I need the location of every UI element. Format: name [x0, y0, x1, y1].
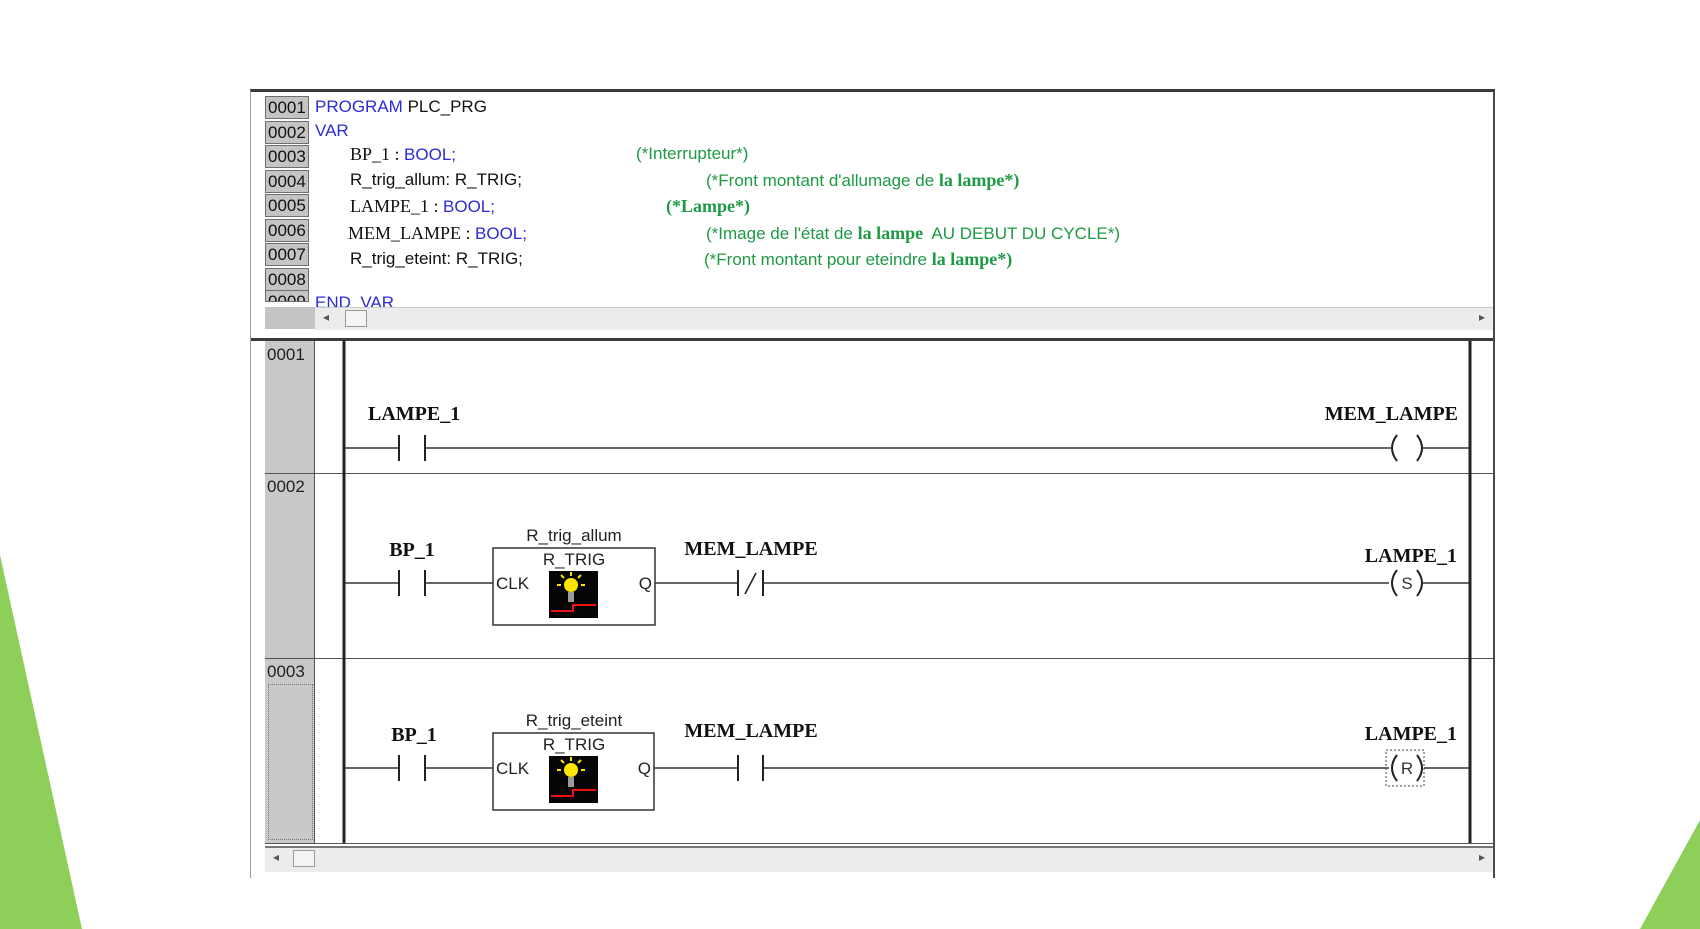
network-2-rung: R_trig_allum R_TRIG CLK Q — [345, 526, 1469, 626]
left-arrow-icon[interactable]: ◂ — [273, 850, 280, 864]
declaration-line[interactable]: LAMPE_1 : BOOL; (*Lampe*) — [350, 195, 750, 218]
network-separator — [265, 658, 1493, 659]
fb-input-clk: CLK — [496, 574, 530, 593]
function-block-r-trig[interactable]: R_trig_allum R_TRIG CLK Q — [492, 526, 656, 626]
keyword: BOOL; — [443, 197, 495, 216]
fb-output-q: Q — [639, 574, 652, 593]
line-number: 0004 — [265, 169, 309, 193]
fb-input-clk: CLK — [496, 759, 530, 778]
line-number: 0006 — [265, 218, 309, 242]
network-3-rung: R_trig_eteint R_TRIG CLK Q — [345, 711, 1469, 811]
contact-nc[interactable] — [737, 570, 764, 596]
identifier: PLC_PRG — [402, 97, 487, 116]
right-green-decoration — [1640, 820, 1700, 929]
contact-no[interactable] — [398, 435, 426, 461]
coil-label: LAMPE_1 — [1365, 545, 1457, 567]
line-number: 0002 — [265, 120, 309, 144]
line-number: 0009 — [265, 290, 309, 302]
contact-no[interactable] — [398, 755, 426, 781]
contact-label: LAMPE_1 — [368, 403, 460, 425]
identifier: R_trig_allum: R_TRIG; — [350, 170, 522, 189]
left-green-decoration — [0, 555, 82, 929]
keyword: PROGRAM — [315, 97, 403, 116]
network-gutter-2: 0002 — [265, 473, 315, 658]
scrollbar-thumb[interactable] — [293, 850, 315, 867]
line-number: 0008 — [265, 267, 309, 291]
contact-label: BP_1 — [389, 539, 435, 561]
coil-letter: S — [1401, 574, 1412, 593]
coil-label: MEM_LAMPE — [1325, 403, 1458, 425]
identifier: LAMPE_1 : — [350, 196, 444, 216]
fb-instance-name: R_trig_allum — [526, 526, 621, 545]
comment: la lampe*) — [931, 249, 1013, 269]
network-selection-box — [268, 684, 313, 840]
network-number: 0003 — [267, 662, 305, 681]
reset-coil[interactable]: R — [1385, 749, 1425, 787]
comment: (*Lampe*) — [666, 196, 750, 216]
contact-no[interactable] — [737, 755, 764, 781]
comment: (*Interrupteur*) — [636, 144, 749, 163]
keyword: VAR — [315, 121, 349, 140]
identifier: R_trig_eteint: R_TRIG; — [350, 249, 523, 268]
comment: (*Front montant pour eteindre la lampe*) — [704, 249, 1013, 269]
right-arrow-icon[interactable]: ▸ — [1478, 850, 1485, 864]
keyword: BOOL; — [475, 224, 527, 243]
ladder-rungs: LAMPE_1 MEM_LAMPE R_trig_allum R_TRIG CL… — [342, 341, 1472, 843]
declaration-horizontal-scrollbar[interactable]: ◂ ▸ — [315, 307, 1493, 330]
lightbulb-icon — [549, 756, 598, 803]
line-number: 0007 — [265, 243, 309, 266]
fb-output-q: Q — [638, 759, 651, 778]
contact-label: BP_1 — [391, 724, 437, 746]
contact2-label: MEM_LAMPE — [684, 538, 817, 560]
contact-no[interactable] — [398, 570, 426, 596]
identifier: BP_1 : — [350, 144, 405, 164]
declaration-line[interactable]: VAR — [315, 120, 349, 142]
network-gutter-3: 0003 — [265, 658, 315, 843]
identifier: MEM_LAMPE : — [348, 223, 476, 243]
line-number: 0005 — [265, 194, 309, 217]
fb-instance-name: R_trig_eteint — [526, 711, 623, 730]
comment: la lampe — [857, 223, 928, 243]
declaration-line[interactable]: BP_1 : BOOL; (*Interrupteur*) — [350, 143, 748, 166]
comment: AU DEBUT DU CYCLE*) — [927, 224, 1121, 243]
line-number: 0001 — [265, 96, 309, 119]
comment: (*Front montant d'allumage de la lampe*) — [706, 170, 1020, 190]
network-separator — [265, 843, 1493, 844]
declaration-line[interactable]: PROGRAM PLC_PRG — [315, 96, 487, 118]
declaration-line[interactable]: MEM_LAMPE : BOOL; (*Image de l'état de la… — [348, 222, 1120, 245]
line-number: 0003 — [265, 145, 309, 168]
lightbulb-icon — [549, 571, 598, 618]
scrollbar-thumb[interactable] — [345, 310, 367, 327]
comment: (*Image de l'état de la lampe AU DEBUT D… — [706, 223, 1121, 243]
network-number: 0002 — [267, 477, 305, 496]
fb-type: R_TRIG — [543, 735, 605, 754]
keyword: BOOL; — [404, 145, 456, 164]
comment: la lampe*) — [938, 170, 1020, 190]
right-arrow-icon[interactable]: ▸ — [1478, 310, 1485, 324]
fb-type: R_TRIG — [543, 550, 605, 569]
set-coil[interactable]: S — [1391, 569, 1423, 597]
network-number: 0001 — [267, 345, 305, 364]
declaration-line[interactable]: R_trig_allum: R_TRIG; (*Front montant d'a… — [350, 169, 1019, 191]
declaration-line[interactable]: R_trig_eteint: R_TRIG; (*Front montant po… — [350, 248, 1012, 270]
coil-letter: R — [1401, 759, 1413, 778]
coil[interactable] — [1391, 434, 1423, 462]
ladder-horizontal-scrollbar[interactable]: ◂ ▸ — [265, 846, 1493, 872]
coil-label: LAMPE_1 — [1365, 723, 1457, 745]
ladder-diagram-pane: 0001 0002 0003 — [251, 338, 1493, 846]
contact2-label: MEM_LAMPE — [684, 720, 817, 742]
network-gutter-1: 0001 — [265, 341, 315, 473]
network-1-rung: LAMPE_1 MEM_LAMPE — [345, 403, 1469, 462]
left-arrow-icon[interactable]: ◂ — [323, 310, 330, 324]
decl-gutter-bottom — [265, 307, 315, 329]
function-block-r-trig[interactable]: R_trig_eteint R_TRIG CLK Q — [492, 711, 655, 811]
network-separator — [265, 473, 1493, 474]
